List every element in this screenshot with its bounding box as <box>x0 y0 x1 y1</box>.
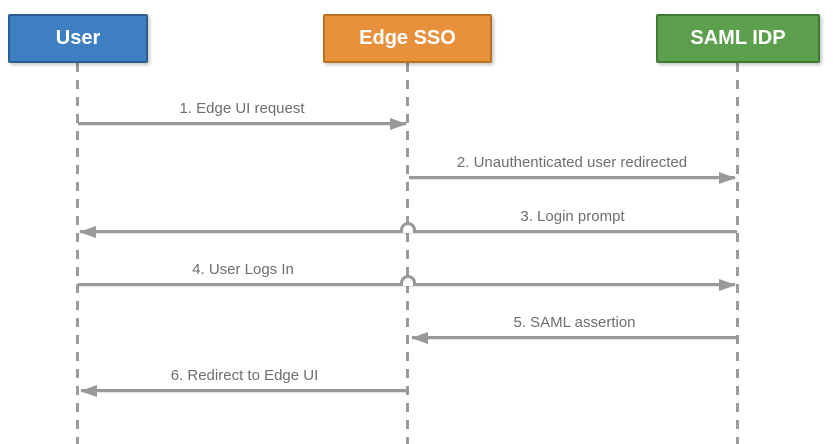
message-5-label: 5. SAML assertion <box>513 314 636 331</box>
message-2-label: 2. Unauthenticated user redirected <box>456 154 688 171</box>
message-3-label: 3. Login prompt <box>520 208 625 225</box>
message-6-label: 6. Redirect to Edge UI <box>170 367 319 384</box>
message-5: 5. SAML assertion <box>411 314 737 344</box>
arrow-left-icon <box>79 225 96 238</box>
arrow-right-icon <box>390 117 407 130</box>
actor-edge-sso: Edge SSO <box>323 14 492 63</box>
arrow-right-icon <box>719 278 736 291</box>
actor-saml-idp: SAML IDP <box>656 14 820 63</box>
lifeline-saml-idp <box>736 63 739 444</box>
lifeline-hop-icon <box>400 222 416 233</box>
arrow-left-icon <box>80 384 97 397</box>
message-1-label: 1. Edge UI request <box>179 100 305 117</box>
actor-edge-sso-label: Edge SSO <box>359 27 456 49</box>
message-1-arrow-line <box>78 122 406 125</box>
message-6: 6. Redirect to Edge UI <box>80 367 408 397</box>
actor-user-label: User <box>55 27 101 49</box>
actor-user: User <box>8 14 148 63</box>
actor-saml-idp-label: SAML IDP <box>690 27 786 49</box>
message-2-arrow-line <box>409 176 735 179</box>
arrow-right-icon <box>719 171 736 184</box>
message-4-label: 4. User Logs In <box>192 261 294 278</box>
message-2: 2. Unauthenticated user redirected <box>409 154 736 184</box>
lifeline-edge-sso <box>406 63 409 444</box>
message-5-arrow-line <box>412 336 737 339</box>
lifeline-hop-icon <box>400 275 416 286</box>
message-1: 1. Edge UI request <box>78 100 407 130</box>
message-3: 3. Login prompt <box>79 208 737 238</box>
message-4: 4. User Logs In <box>78 261 736 291</box>
lifeline-user <box>76 63 79 444</box>
arrow-left-icon <box>411 331 428 344</box>
message-6-arrow-line <box>81 389 408 392</box>
